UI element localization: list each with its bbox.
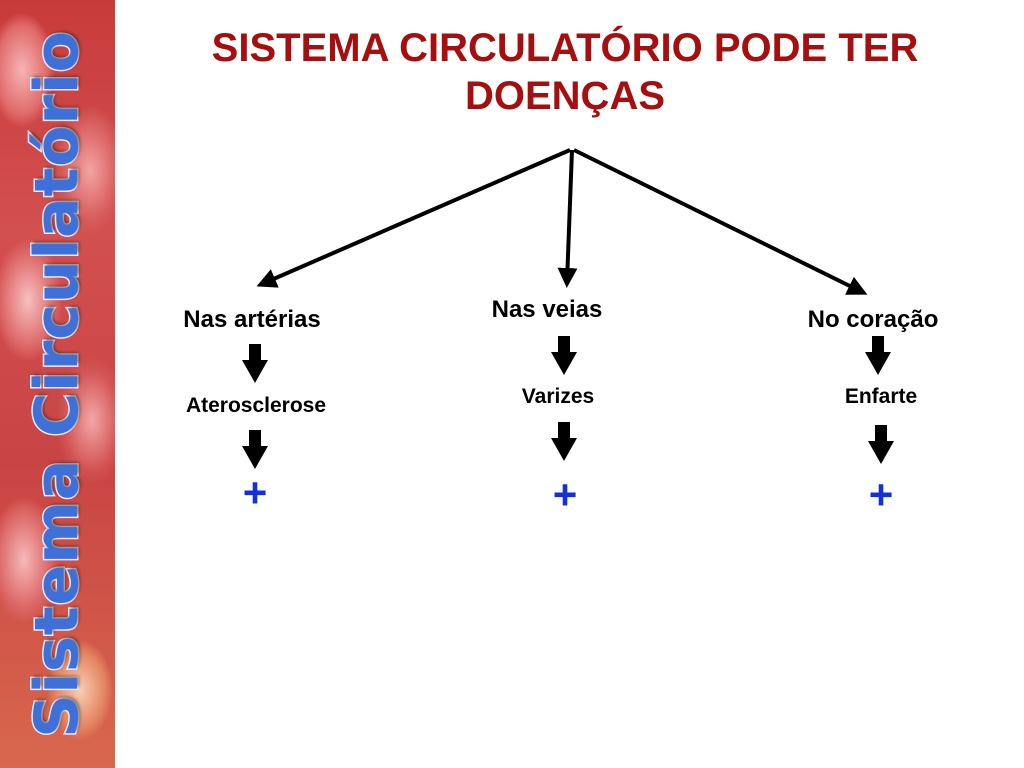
disease-label-veins: Varizes (521, 385, 595, 408)
location-label-arteries: Nas artérias (183, 306, 321, 333)
sidebar-decoration: Sistema Circulatório (0, 0, 115, 768)
disease-label-heart: Enfarte (844, 385, 918, 408)
branch-arrow-veins (557, 149, 578, 288)
down-arrow-arteries-2 (242, 430, 268, 469)
plus-icon-heart: + (868, 471, 894, 518)
down-arrow-heart-1 (865, 336, 891, 375)
location-label-heart: No coração (807, 306, 939, 333)
down-arrow-veins-2 (551, 422, 577, 461)
down-arrow-veins-1 (551, 336, 577, 375)
branch-arrow-heart (573, 148, 868, 295)
down-arrow-arteries-1 (242, 344, 268, 383)
slide-title: SISTEMA CIRCULATÓRIO PODE TER DOENÇAS (211, 26, 919, 118)
plus-icon-veins: + (552, 471, 578, 518)
down-arrow-heart-2 (868, 425, 894, 464)
branch-arrow-arteries (256, 148, 571, 288)
location-label-veins: Nas veias (491, 296, 603, 323)
plus-icon-arteries: + (242, 469, 268, 516)
disease-label-arteries: Aterosclerose (185, 394, 327, 417)
